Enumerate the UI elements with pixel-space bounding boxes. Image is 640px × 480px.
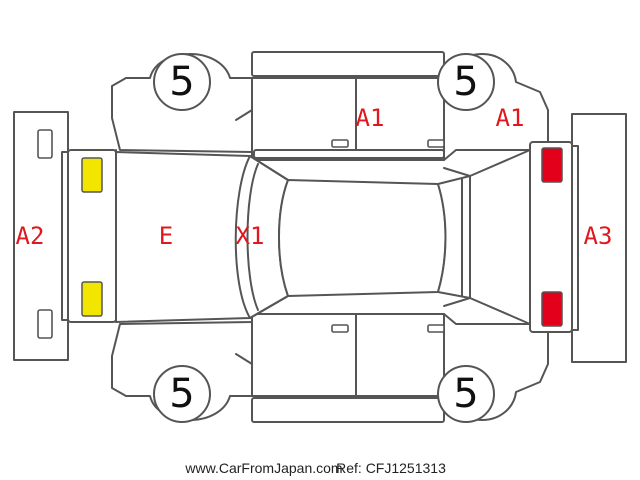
right-rear-door-handle (427, 324, 445, 333)
taillight-left (541, 147, 563, 183)
footer-ref: Ref: CFJ1251313 (336, 460, 446, 476)
footer-site: www.CarFromJapan.com (184, 460, 342, 476)
right-front-door-handle (331, 324, 349, 333)
headlight-left (81, 157, 103, 193)
top-view-body (115, 141, 573, 333)
front-bumper-slot-top (37, 129, 53, 159)
damage-codes: A1 A1 A2 A3 E X1 (16, 104, 613, 250)
right-roof-rail (251, 397, 445, 423)
damage-code-left-front-door: A1 (356, 104, 385, 132)
tire-depth-label: 5 (169, 371, 194, 417)
damage-code-left-rear-quarter: A1 (496, 104, 525, 132)
taillight-right (541, 291, 563, 327)
tire-circle (437, 53, 495, 111)
footer: www.CarFromJapan.com Ref: CFJ1251313 (184, 460, 446, 476)
tire-front-right: 5 (153, 365, 211, 423)
tire-circle (153, 53, 211, 111)
front-bumper-slot-bottom (37, 309, 53, 339)
roof-panel (278, 179, 447, 297)
damage-code-windshield: X1 (236, 222, 265, 250)
headlight-right (81, 281, 103, 317)
left-front-door-handle (331, 139, 349, 148)
left-roof-rail (251, 51, 445, 77)
tire-front-left: 5 (153, 53, 211, 111)
tire-depth-label: 5 (453, 371, 478, 417)
hood-panel (115, 151, 251, 323)
rear-hatch-panel (469, 149, 531, 325)
damage-code-hood: E (159, 222, 173, 250)
tire-rear-right: 5 (437, 365, 495, 423)
damage-code-front-bumper: A2 (16, 222, 45, 250)
left-rear-door-handle (427, 139, 445, 148)
tire-circle (153, 365, 211, 423)
tire-depth-label: 5 (169, 59, 194, 105)
damage-code-rear-bumper: A3 (584, 222, 613, 250)
rear-end-panel (529, 141, 573, 333)
tire-rear-left: 5 (437, 53, 495, 111)
lights (81, 147, 563, 327)
tire-depth-label: 5 (453, 59, 478, 105)
front-bumper (13, 111, 69, 361)
tire-circle (437, 365, 495, 423)
